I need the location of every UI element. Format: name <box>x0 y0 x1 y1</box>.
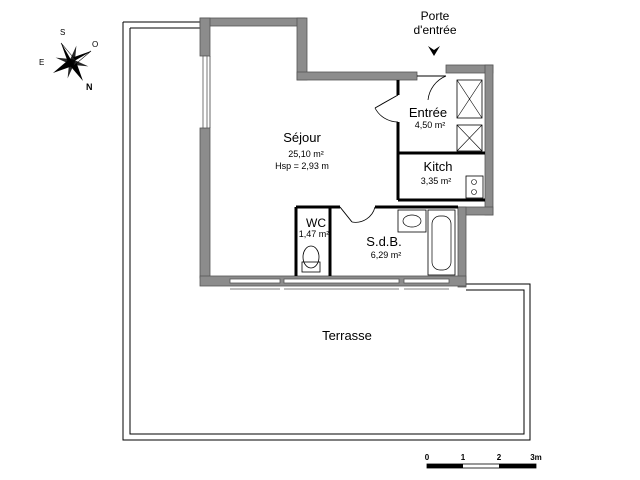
sdb-name: S.d.B. <box>366 234 401 249</box>
scale-bar: 0 1 2 3m <box>425 453 542 469</box>
kitchen-counter <box>465 175 484 199</box>
sejour-height: Hsp = 2,93 m <box>275 161 329 171</box>
toilet <box>301 245 321 273</box>
terrace-outline <box>122 21 531 441</box>
bathtub <box>427 209 456 276</box>
scale-tick-1: 1 <box>461 453 466 462</box>
scale-tick-0: 0 <box>425 453 430 462</box>
terrasse-name: Terrasse <box>322 328 372 343</box>
sejour-area: 25,10 m² <box>288 149 324 159</box>
wc-name: WC <box>306 216 326 230</box>
partitions <box>294 80 485 276</box>
windows <box>202 55 450 290</box>
door-swings <box>339 75 447 223</box>
kitchen-area: 3,35 m² <box>421 176 452 186</box>
compass-letter-e: E <box>39 58 44 67</box>
closets <box>456 79 483 152</box>
compass-letter-n: N <box>86 82 93 92</box>
scale-tick-3m: 3m <box>530 453 542 462</box>
entree-area: 4,50 m² <box>415 120 446 130</box>
sdb-area: 6,29 m² <box>371 250 402 260</box>
entrance-label-line1: Porte <box>421 9 450 23</box>
scale-tick-2: 2 <box>497 453 502 462</box>
compass-rose: S O E N <box>39 28 98 92</box>
entrance-label-line2: d'entrée <box>414 23 457 37</box>
wc-area: 1,47 m² <box>299 229 330 239</box>
sejour-name: Séjour <box>283 130 321 145</box>
entrance-arrow <box>428 46 440 56</box>
kitchen-name: Kitch <box>424 159 453 174</box>
compass-letter-s: S <box>60 28 65 37</box>
entree-name: Entrée <box>409 105 447 120</box>
washbasin <box>397 209 427 233</box>
compass-letter-o: O <box>92 40 98 49</box>
